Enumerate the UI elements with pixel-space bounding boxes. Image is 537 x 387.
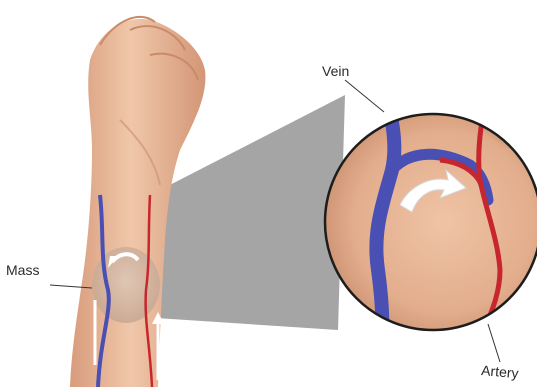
artery-leader-line bbox=[488, 324, 500, 362]
mass-label: Mass bbox=[6, 262, 39, 278]
vein-leader-line bbox=[345, 80, 384, 112]
vein-label: Vein bbox=[322, 63, 349, 79]
magnified-view bbox=[325, 70, 537, 345]
artery-label: Artery bbox=[481, 362, 520, 381]
